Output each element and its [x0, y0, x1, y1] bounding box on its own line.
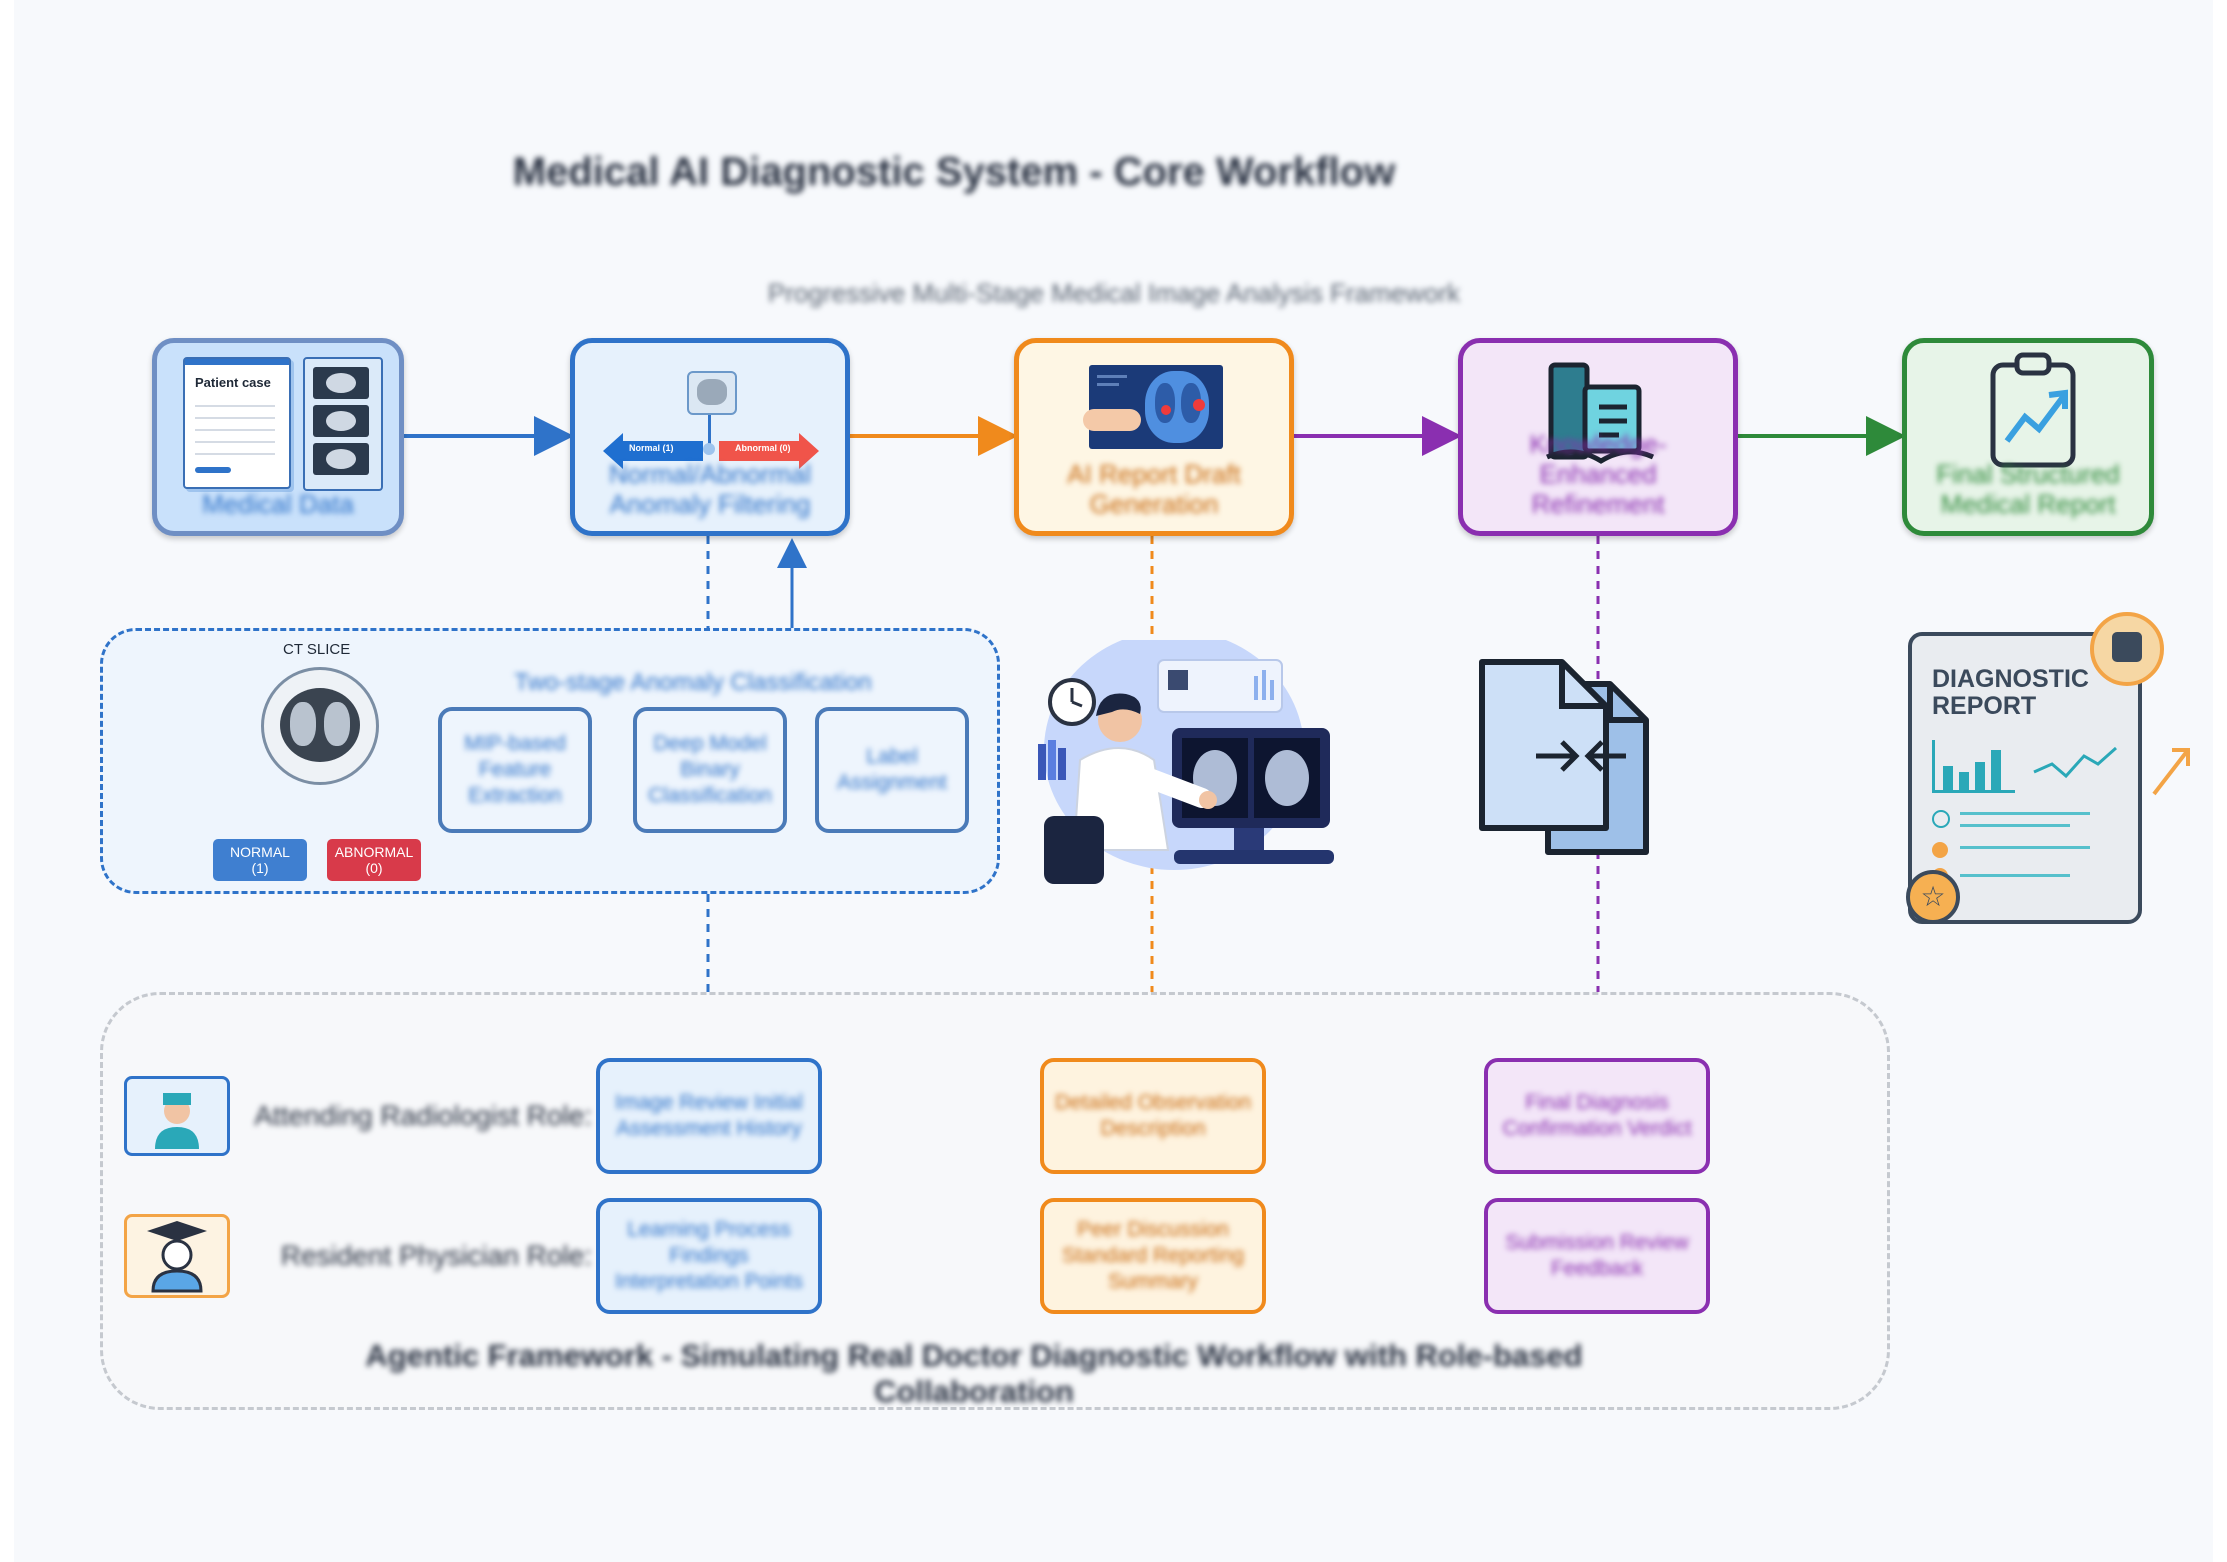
pipeline-step-draft-generation: AI Report Draft Generation: [1014, 338, 1294, 536]
filter-step-3: Label Assignment: [815, 707, 969, 833]
ct-slice-label: CT SLICE: [283, 641, 351, 658]
ct-slice-image: [261, 667, 379, 785]
ct-scan-icon: [1083, 365, 1223, 449]
diagram-subtitle: Progressive Multi-Stage Medical Image An…: [767, 278, 1461, 308]
report-trend-icon: [2033, 746, 2117, 779]
pipeline-step-knowledge-refinement: Knowledge-Enhanced Refinement: [1458, 338, 1738, 536]
pipeline-step-anomaly-filtering: Normal (1) Abnormal (0) Normal/Abnormal …: [570, 338, 850, 536]
agentic-step: Detailed Observation Description: [1040, 1058, 1266, 1174]
role-label: Attending Radiologist Role:: [254, 1100, 592, 1131]
agentic-step: Peer Discussion Standard Reporting Summa…: [1040, 1198, 1266, 1314]
star-badge-icon: ☆: [1906, 870, 1960, 924]
abnormal-arrow-label: Abnormal (0): [735, 443, 791, 453]
compare-documents-icon: [1479, 659, 1649, 855]
pipeline-step-medical-data: Patient case Medical Data: [152, 338, 404, 536]
pipeline-step-label: AI Report Draft Generation: [1067, 459, 1241, 519]
normal-arrow: [603, 433, 703, 469]
doctor-icon: [124, 1076, 230, 1156]
role-label: Resident Physician Role:: [280, 1240, 592, 1271]
filter-panel-heading: Two-stage Anomaly Classification: [514, 669, 872, 696]
report-bar-chart-icon: [1932, 740, 2015, 793]
clipboard-trend-icon: [1990, 352, 2076, 468]
report-card-title: DIAGNOSTIC REPORT: [1932, 665, 2089, 720]
report-arrow-icon: [2152, 748, 2190, 796]
filter-step-1: MIP-based Feature Extraction: [438, 707, 592, 833]
abnormal-badge: ABNORMAL (0): [327, 839, 421, 881]
book-document-icon: [1546, 362, 1655, 464]
agentic-step: Image Review Initial Assessment History: [596, 1058, 822, 1174]
agentic-step: Submission Review Feedback: [1484, 1198, 1710, 1314]
anomaly-filter-panel: CT SLICE NORMAL (1) ABNORMAL (0) Two-sta…: [100, 628, 1000, 894]
filter-step-2: Deep Model Binary Classification: [633, 707, 787, 833]
pipeline-step-label: Final Structured Medical Report: [1936, 459, 2120, 519]
pipeline-step-label: Knowledge-Enhanced Refinement: [1529, 429, 1667, 519]
pipeline-step-label: Normal/Abnormal Anomaly Filtering: [608, 459, 812, 519]
pipeline-step-final-report: Final Structured Medical Report: [1902, 338, 2154, 536]
agentic-footer: Agentic Framework - Simulating Real Doct…: [365, 1338, 1583, 1409]
pipeline-step-label: Medical Data: [202, 489, 354, 519]
diagram-canvas: Medical AI Diagnostic System - Core Work…: [14, 0, 2213, 1562]
abnormal-arrow: [719, 433, 819, 469]
ct-film-strip-icon: [303, 357, 383, 491]
lung-classify-icon: [687, 371, 737, 415]
normal-badge: NORMAL (1): [213, 839, 307, 881]
student-icon: [124, 1214, 230, 1298]
normal-arrow-label: Normal (1): [629, 443, 674, 453]
doctor-workstation-illustration: [1038, 640, 1334, 884]
agentic-step: Final Diagnosis Confirmation Verdict: [1484, 1058, 1710, 1174]
agentic-step: Learning Process Findings Interpretation…: [596, 1198, 822, 1314]
chip-badge-icon: [2090, 612, 2164, 686]
patient-case-icon: Patient case: [183, 357, 291, 489]
patient-case-label: Patient case: [195, 375, 271, 390]
diagram-title: Medical AI Diagnostic System - Core Work…: [512, 150, 1396, 194]
